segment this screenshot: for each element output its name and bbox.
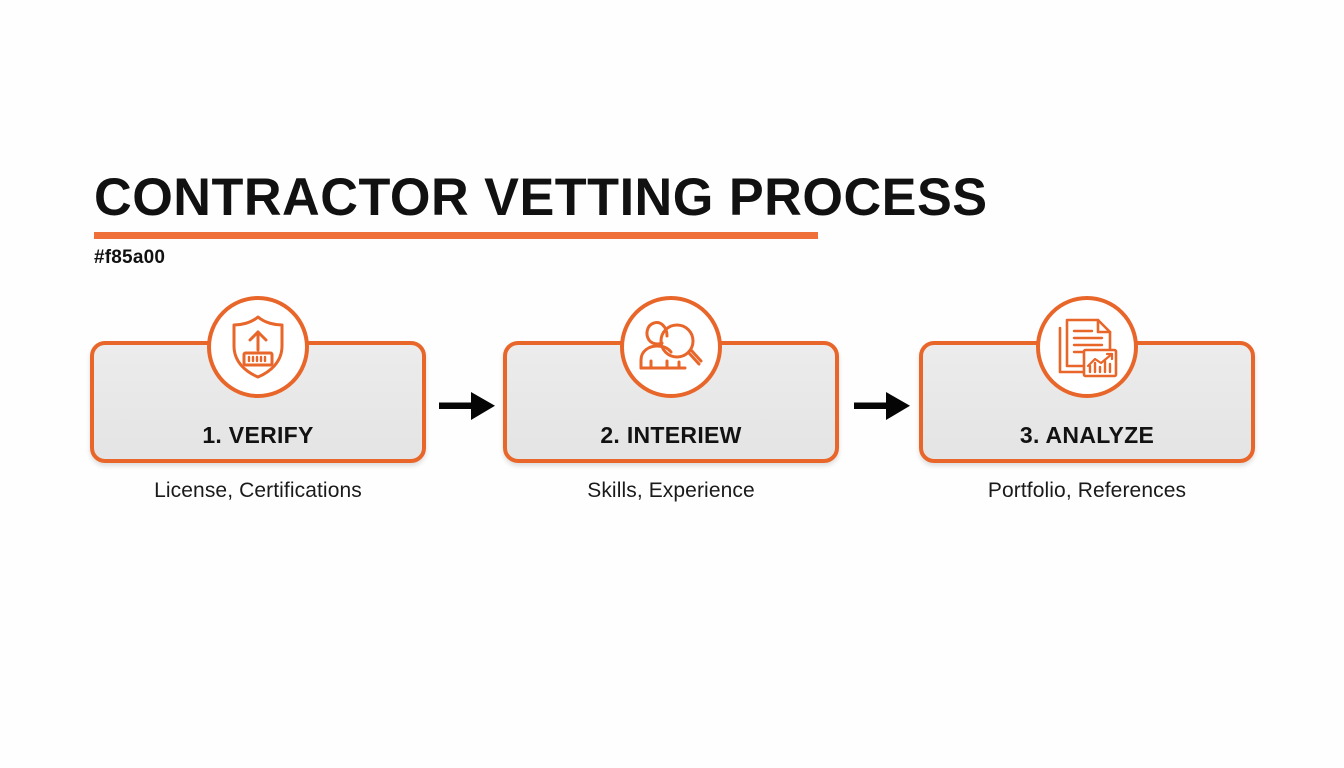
process-step-interview[interactable]: 2. INTERIEW — [503, 296, 839, 526]
accent-color-label: #f85a00 — [94, 247, 166, 268]
title-underline-rule — [94, 232, 818, 239]
page-title: CONTRACTOR VETTING PROCESS — [94, 168, 988, 227]
process-step-analyze[interactable]: 3. ANALYZE — [919, 296, 1255, 526]
step-label: 3. ANALYZE — [1019, 422, 1155, 448]
step-caption: License, Certifications — [154, 479, 362, 502]
step-caption: Skills, Experience — [587, 479, 755, 502]
step-badge — [620, 296, 722, 398]
step-label: 2. INTERIEW — [600, 422, 742, 448]
step-label: 1. VERIFY — [202, 422, 314, 448]
connector-arrow-1 — [437, 388, 499, 424]
step-caption: Portfolio, References — [987, 479, 1187, 502]
connector-arrow-2 — [852, 388, 914, 424]
process-step-verify[interactable]: 1. VERIFY — [90, 296, 426, 526]
step-badge — [1036, 296, 1138, 398]
documents-chart-icon — [1054, 314, 1120, 380]
header: CONTRACTOR VETTING PROCESS #f85a00 — [94, 168, 988, 269]
arrow-right-icon — [437, 388, 499, 424]
arrow-right-icon — [852, 388, 914, 424]
step-badge — [207, 296, 309, 398]
shield-upload-icon — [227, 314, 289, 380]
person-search-icon — [637, 316, 705, 378]
process-steps: 1. VERIFY — [0, 296, 1344, 526]
